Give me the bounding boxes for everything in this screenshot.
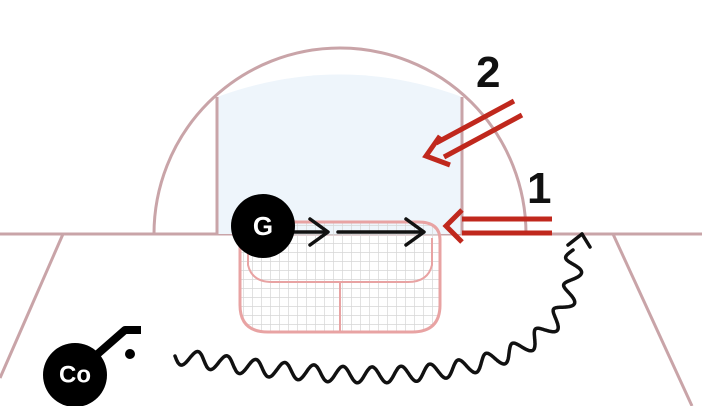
goalie-skate-path	[286, 217, 426, 247]
hockey-stick-icon	[90, 326, 141, 362]
goalie-label: G	[253, 211, 273, 241]
right-faceoff-line	[611, 233, 694, 406]
coach-label: Co	[59, 362, 91, 389]
pass-label-1: 1	[527, 164, 551, 213]
crease-fill	[217, 74, 462, 234]
pass-arrow-1	[442, 208, 552, 244]
wavy-line	[173, 248, 584, 385]
pass-label-2: 2	[476, 48, 500, 97]
wavy-end-tick	[580, 232, 592, 249]
puck-carry-path	[173, 232, 592, 385]
skate-arrowhead-2	[404, 217, 426, 247]
puck-icon	[125, 349, 135, 359]
coach-circle	[43, 343, 107, 406]
skate-arrowhead-1	[308, 217, 330, 247]
goalie-player: G	[231, 194, 295, 258]
coach-player: Co	[43, 326, 141, 406]
pass-arrow-2	[422, 98, 524, 168]
goal-crease	[152, 46, 528, 236]
goalie-circle	[231, 194, 295, 258]
wavy-end-tbar	[566, 232, 584, 247]
left-faceoff-line	[0, 233, 65, 379]
